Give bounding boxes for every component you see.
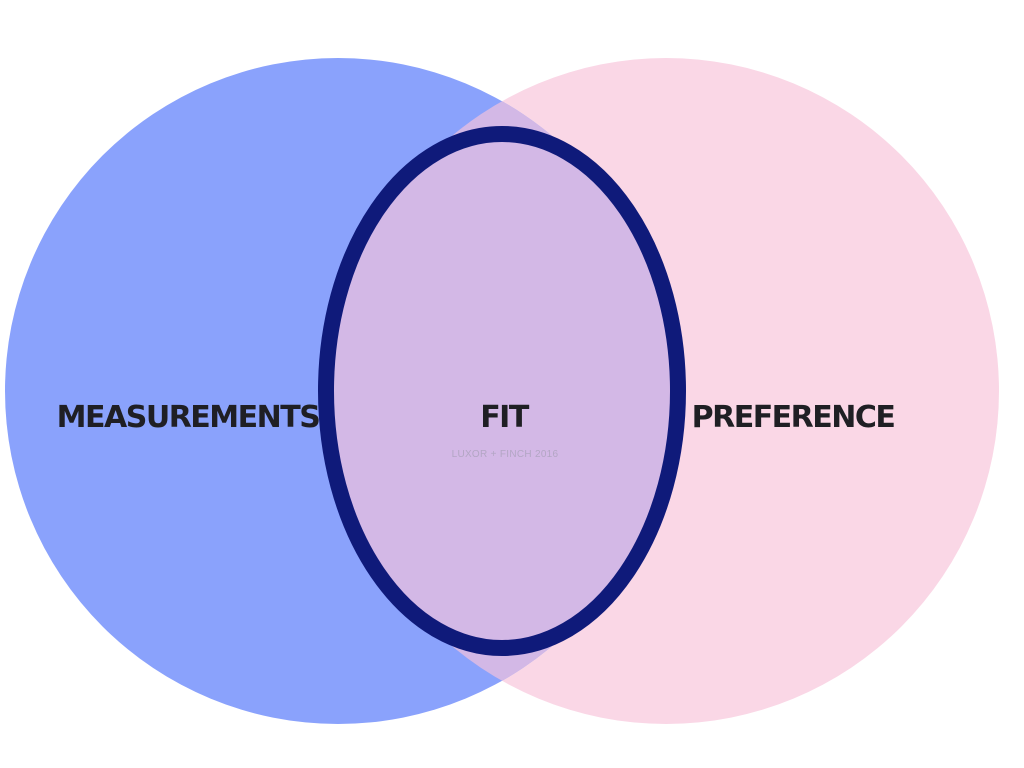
measurements-label: MEASUREMENTS [57,400,320,435]
copyright-watermark: LUXOR + FINCH 2016 [452,449,559,460]
preference-label: PREFERENCE [692,400,895,435]
fit-ellipse [318,126,686,656]
fit-label: FIT [480,400,530,435]
